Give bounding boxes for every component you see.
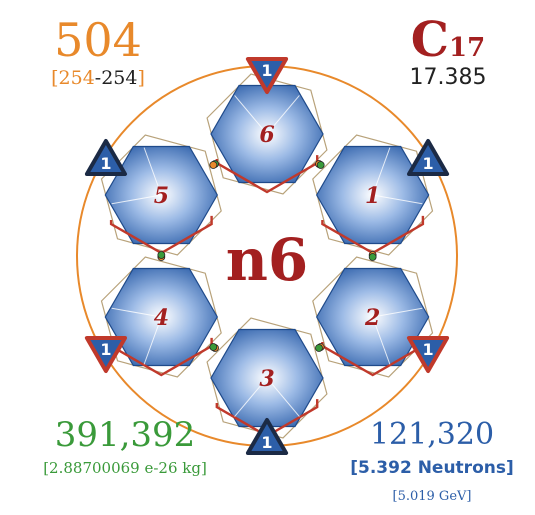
- range-close-bracket: ]: [137, 67, 144, 89]
- range-value-a: 254: [59, 67, 95, 89]
- hexagon-red-outline: [321, 257, 425, 377]
- hexagon-spoke: [372, 147, 391, 196]
- bottom-left-block: 391,392 [2.88700069 e-26 kg]: [43, 415, 207, 477]
- green-dot: [157, 251, 166, 259]
- hexagon-1: 11: [312, 134, 450, 259]
- orange-dot: [209, 161, 218, 169]
- hexagon-number: 2: [364, 305, 380, 331]
- bottom-left-value: 391,392: [55, 415, 196, 455]
- triangle-badge: [245, 57, 289, 94]
- green-dot: [368, 253, 377, 261]
- hexagon-spoke: [111, 194, 162, 205]
- hexagon-2: 12: [312, 253, 450, 378]
- hexagon-6: 16: [206, 57, 328, 195]
- hexagon-number: 4: [154, 305, 169, 331]
- top-left-block: 504 [254-254]: [51, 13, 145, 89]
- triangle-badge: [407, 139, 450, 176]
- hexagon-outline: [100, 134, 222, 256]
- hexagon-5: 15: [84, 134, 222, 259]
- element-symbol: C17: [411, 12, 485, 68]
- green-dot: [209, 343, 218, 351]
- energy-label: [5.019 GeV]: [393, 489, 472, 504]
- triangle-badge: [245, 418, 289, 455]
- triangle-label: 1: [100, 154, 111, 173]
- hexagon-spoke: [143, 147, 162, 196]
- top-right-block: C17 17.385: [410, 12, 487, 90]
- green-dot: [315, 344, 323, 352]
- bottom-right-value: 121,320: [370, 417, 494, 452]
- hexagon-spoke: [234, 95, 268, 135]
- bottom-right-block: 121,320 [5.392 Neutrons] [5.019 GeV]: [350, 417, 514, 504]
- hexagon-spoke: [372, 316, 391, 365]
- hexagon-number: 3: [259, 366, 274, 392]
- hexagon-spoke: [143, 316, 162, 365]
- hexagon-outline: [206, 317, 328, 439]
- center-label: n6: [226, 226, 309, 294]
- element-letter: C: [411, 12, 449, 68]
- element-value: 17.385: [410, 65, 487, 90]
- hexagon-number: 6: [259, 122, 274, 148]
- hexagon-spoke: [372, 194, 423, 205]
- hexagon-3: 13: [206, 317, 328, 455]
- hexagon-red-outline: [215, 74, 319, 194]
- triangle-label: 1: [423, 340, 434, 359]
- triangle-label: 1: [423, 154, 434, 173]
- hexagon-spoke: [266, 377, 300, 417]
- hexagon-spoke: [234, 377, 268, 417]
- triangle-label: 1: [261, 433, 272, 452]
- hexagon-spoke: [372, 307, 423, 318]
- green-dot: [316, 161, 325, 169]
- hexagon-outline: [206, 73, 328, 195]
- range-value-b: 254: [101, 67, 137, 89]
- range-separator: -: [95, 67, 101, 89]
- triangle-badge: [84, 336, 127, 373]
- triangle-badge: [84, 139, 127, 176]
- top-left-range: [254-254]: [51, 67, 145, 89]
- triangle-badge: [407, 336, 450, 373]
- hexagon-4: 14: [84, 253, 222, 378]
- mass-label: [2.88700069 e-26 kg]: [43, 459, 207, 477]
- hexagon-outline: [312, 134, 434, 256]
- hexagon-number: 1: [365, 183, 380, 209]
- triangle-label: 1: [261, 61, 272, 80]
- hexagon-red-outline: [109, 257, 213, 377]
- hexagon-outline: [312, 256, 434, 378]
- hexagon-spoke: [266, 95, 300, 135]
- hexagon-outline: [100, 256, 222, 378]
- neutrons-label: [5.392 Neutrons]: [350, 458, 514, 478]
- element-subscript: 17: [449, 33, 485, 63]
- top-left-value: 504: [54, 13, 142, 67]
- triangle-label: 1: [100, 340, 111, 359]
- hexagon-spoke: [111, 307, 162, 318]
- hexagon-number: 5: [154, 183, 169, 209]
- range-open-bracket: [: [51, 67, 58, 89]
